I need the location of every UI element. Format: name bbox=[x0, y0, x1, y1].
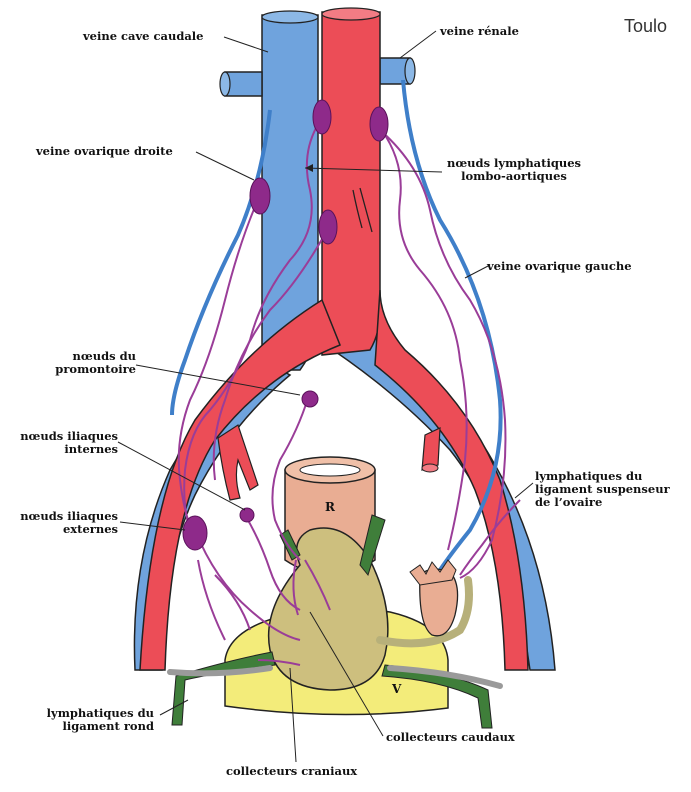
label-line: externes bbox=[12, 523, 118, 536]
label-noeuds-iliaques-externes: nœuds iliaques externes bbox=[12, 510, 118, 536]
label-line: internes bbox=[12, 443, 118, 456]
label-collecteurs-caudaux: collecteurs caudaux bbox=[386, 731, 515, 744]
label-veine-renale: veine rénale bbox=[440, 25, 519, 38]
label-line: de l’ovaire bbox=[535, 496, 670, 509]
label-veine-cave-caudale: veine cave caudale bbox=[83, 30, 204, 43]
node-lombo-aortic-4 bbox=[319, 210, 337, 244]
label-veine-ovarique-gauche: veine ovarique gauche bbox=[487, 260, 632, 273]
label-rectum-letter: R bbox=[325, 500, 335, 514]
label-collecteurs-craniaux: collecteurs craniaux bbox=[226, 765, 357, 778]
node-lombo-aortic-2 bbox=[370, 107, 388, 141]
label-veine-ovarique-droite: veine ovarique droite bbox=[36, 145, 173, 158]
corner-cropped-text: Toulo bbox=[624, 16, 667, 37]
rectum-lumen bbox=[300, 464, 360, 476]
label-noeuds-iliaques-internes: nœuds iliaques internes bbox=[12, 430, 118, 456]
node-promontory bbox=[302, 391, 318, 407]
vena-cava-top bbox=[262, 11, 318, 23]
internal-iliac-right-end bbox=[422, 464, 438, 472]
label-noeuds-promontoire: nœuds du promontoire bbox=[44, 350, 136, 376]
label-noeuds-lombo-aortiques: nœuds lymphatiques lombo-aortiques bbox=[447, 157, 581, 183]
label-vagina-letter: V bbox=[392, 682, 401, 696]
renal-vein-left-end bbox=[220, 72, 230, 96]
node-iliac-external bbox=[183, 516, 207, 550]
label-lymphatiques-ligament-suspenseur: lymphatiques du ligament suspenseur de l… bbox=[535, 470, 670, 509]
label-lymphatiques-ligament-rond: lymphatiques du ligament rond bbox=[8, 707, 154, 733]
node-lombo-aortic-1 bbox=[313, 100, 331, 134]
label-line: lombo-aortiques bbox=[447, 170, 581, 183]
label-line: ligament rond bbox=[8, 720, 154, 733]
label-line: promontoire bbox=[44, 363, 136, 376]
internal-iliac-left bbox=[218, 425, 258, 500]
renal-vein-right-end bbox=[405, 58, 415, 84]
aorta bbox=[322, 12, 380, 355]
node-iliac-internal bbox=[240, 508, 254, 522]
node-lombo-aortic-3 bbox=[250, 178, 270, 214]
aorta-top bbox=[322, 8, 380, 20]
